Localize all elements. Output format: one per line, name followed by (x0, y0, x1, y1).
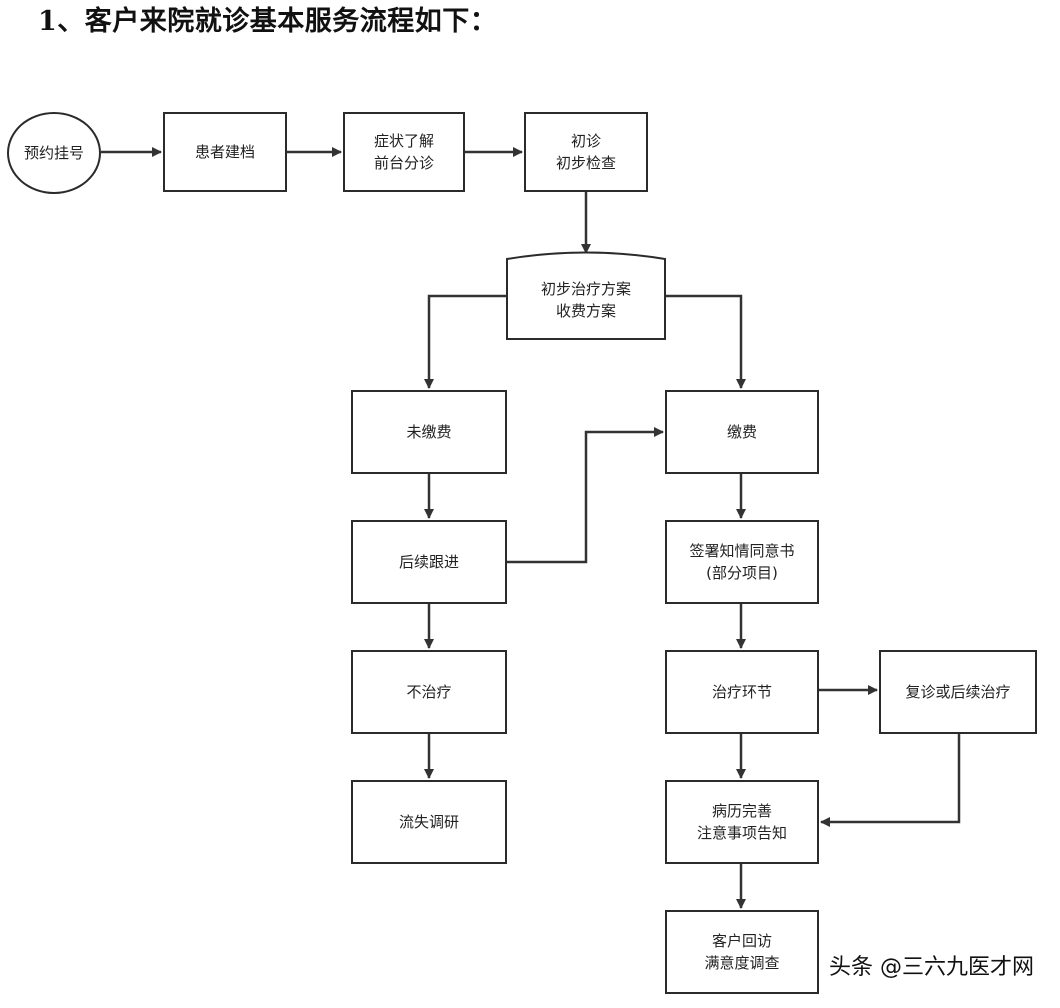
plan-node-shape (506, 251, 666, 340)
arrow-plan-to-unpaid (424, 294, 507, 389)
node-loss-survey-label: 流失调研 (398, 813, 459, 831)
node-patient-record-label: 患者建档 (194, 143, 255, 161)
node-booking-label: 预约挂号 (23, 144, 84, 162)
node-paid: 缴费 (665, 390, 819, 474)
node-consent-line2: (部分项目) (706, 564, 778, 582)
node-revisit-label: 复诊或后续治疗 (905, 683, 1011, 701)
node-symptom-triage: 症状了解 前台分诊 (343, 112, 465, 192)
node-consent-line1: 签署知情同意书 (689, 542, 795, 560)
node-consent: 签署知情同意书 (部分项目) (665, 520, 819, 604)
node-callback-line1: 客户回访 (711, 932, 772, 950)
node-symptom-line1: 症状了解 (373, 132, 434, 150)
node-initial-exam-line2: 初步检查 (555, 154, 616, 172)
node-records-line2: 注意事项告知 (696, 824, 787, 842)
node-loss-survey: 流失调研 (351, 780, 507, 864)
node-unpaid: 未缴费 (351, 390, 507, 474)
node-treatment-label: 治疗环节 (711, 683, 772, 701)
arrow-revisit-to-records (820, 734, 961, 827)
node-callback-line2: 满意度调查 (704, 954, 780, 972)
node-revisit: 复诊或后续治疗 (879, 650, 1037, 734)
node-initial-exam: 初诊 初步检查 (524, 112, 648, 192)
node-symptom-line2: 前台分诊 (373, 154, 434, 172)
node-records-line1: 病历完善 (711, 802, 772, 820)
watermark: 头条 @三六九医才网 (825, 951, 1038, 985)
node-callback-survey: 客户回访 满意度调查 (665, 910, 819, 994)
node-follow-up-label: 后续跟进 (398, 553, 459, 571)
node-paid-label: 缴费 (726, 423, 757, 441)
arrow-plan-to-paid (665, 294, 746, 389)
arrow-followup-to-paid (507, 427, 664, 564)
page-heading: 1、客户来院就诊基本服务流程如下： (38, 6, 498, 37)
node-records-notice: 病历完善 注意事项告知 (665, 780, 819, 864)
node-patient-record: 患者建档 (163, 112, 287, 192)
node-booking: 预约挂号 (7, 112, 101, 194)
node-follow-up: 后续跟进 (351, 520, 507, 604)
node-treatment-plan: 初步治疗方案 收费方案 (507, 256, 665, 339)
node-no-treatment: 不治疗 (351, 650, 507, 734)
node-no-treatment-label: 不治疗 (406, 683, 452, 701)
node-initial-exam-line1: 初诊 (570, 132, 601, 150)
node-plan-line2: 收费方案 (555, 301, 616, 320)
node-plan-line1: 初步治疗方案 (540, 279, 631, 298)
node-treatment: 治疗环节 (665, 650, 819, 734)
node-unpaid-label: 未缴费 (406, 423, 452, 441)
